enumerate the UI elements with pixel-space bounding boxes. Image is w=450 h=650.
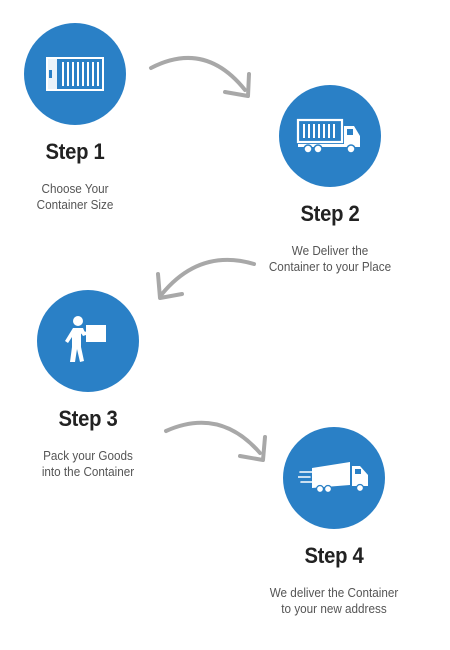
step-3: Step 3 Pack your Goods into the Containe…	[0, 290, 188, 480]
step-2-desc-line-1: We Deliver the	[291, 243, 369, 258]
step-3-title: Step 3	[58, 406, 118, 431]
step-3-description: Pack your Goods into the Container	[0, 448, 178, 480]
step-4: Step 4 We deliver the Container to your …	[234, 427, 434, 617]
step-4-desc-line-1: We deliver the Container	[269, 585, 399, 600]
step-1-circle	[24, 23, 126, 125]
person-carrying-box-icon	[65, 316, 106, 362]
step-2-title: Step 2	[300, 201, 360, 226]
step-1-description: Choose Your Container Size	[0, 181, 165, 213]
step-3-circle	[37, 290, 139, 392]
curved-arrow-right-icon	[164, 420, 267, 462]
step-4-desc-line-2: to your new address	[281, 601, 387, 616]
step-2: Step 2 We Deliver the Container to your …	[230, 85, 430, 275]
step-3-desc-line-2: into the Container	[41, 464, 135, 479]
step-2-circle	[279, 85, 381, 187]
step-2-description: We Deliver the Container to your Place	[240, 243, 420, 275]
curved-arrow-left-icon	[156, 257, 256, 300]
step-2-desc-line-2: Container to your Place	[268, 259, 392, 274]
step-3-desc-line-1: Pack your Goods	[43, 448, 133, 463]
step-4-circle	[283, 427, 385, 529]
step-4-description: We deliver the Container to your new add…	[244, 585, 424, 617]
speeding-truck-icon	[298, 462, 368, 494]
step-1: Step 1 Choose Your Container Size	[0, 23, 175, 213]
step-1-title: Step 1	[45, 139, 105, 164]
curved-arrow-right-icon	[149, 55, 251, 98]
step-1-desc-line-1: Choose Your	[41, 181, 109, 196]
truck-icon	[296, 118, 360, 154]
step-4-title: Step 4	[304, 543, 364, 568]
step-1-desc-line-2: Container Size	[36, 197, 114, 212]
shipping-container-icon	[46, 57, 104, 91]
